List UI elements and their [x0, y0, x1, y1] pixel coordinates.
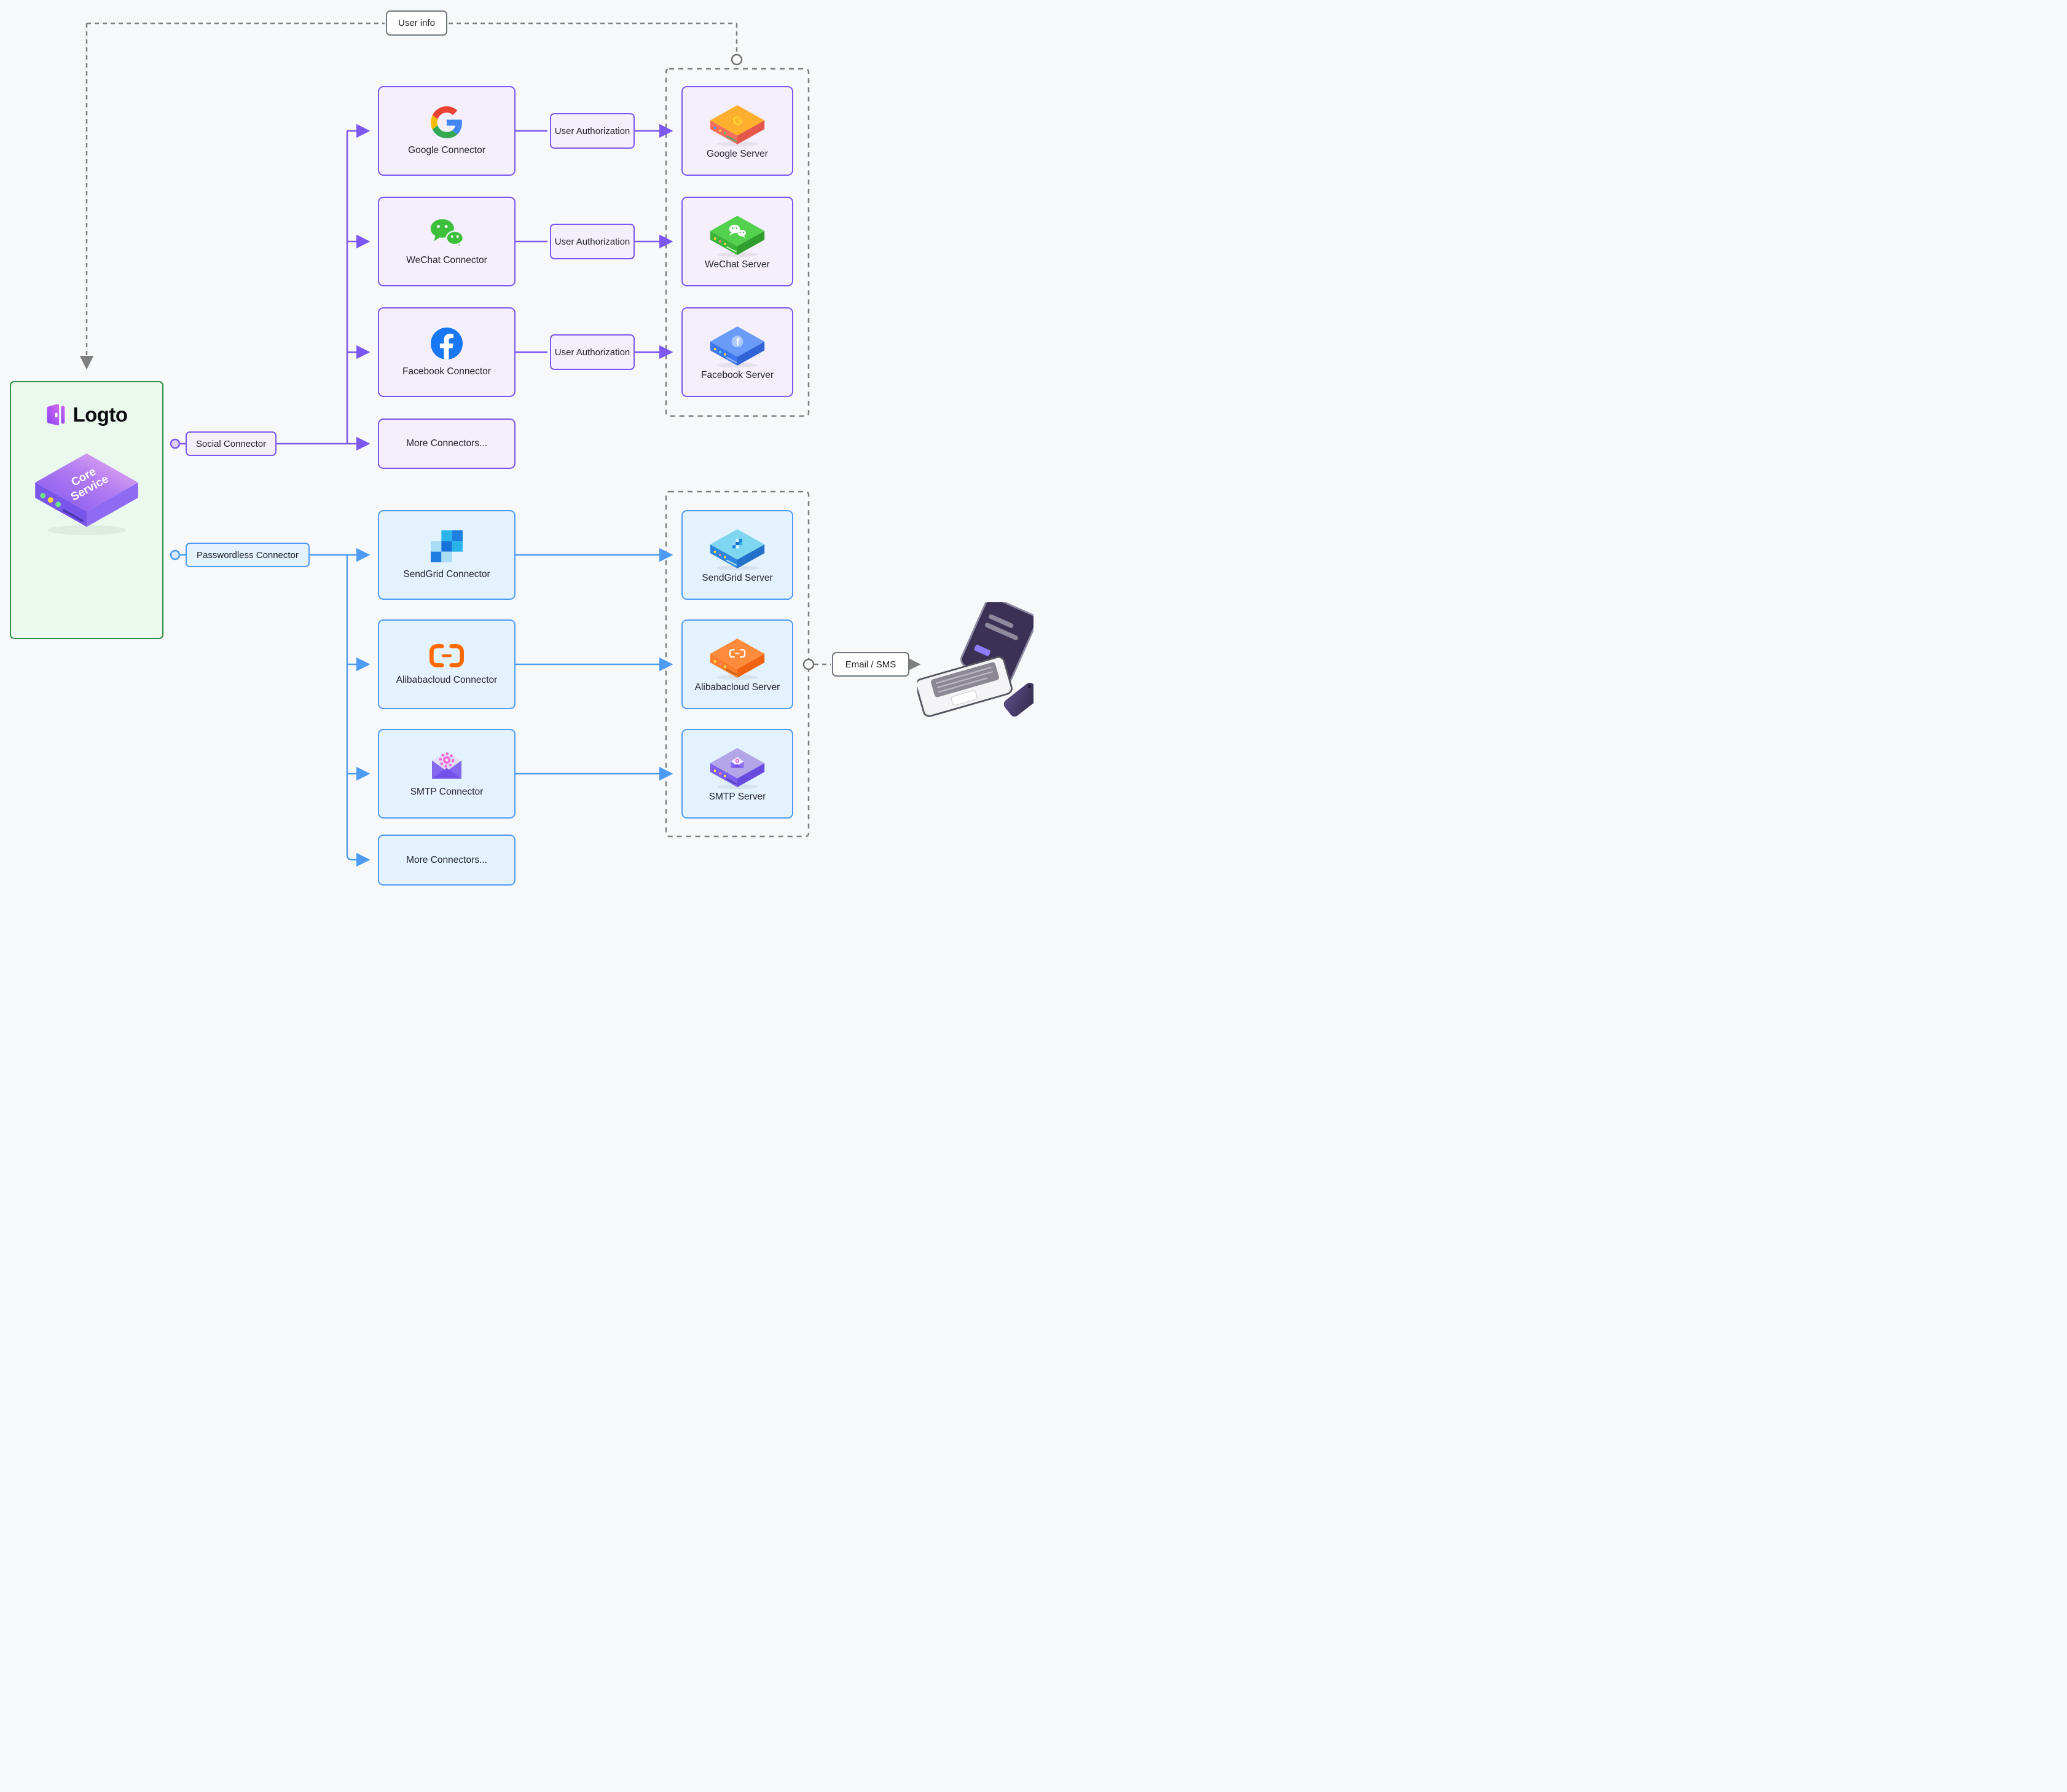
- social-servers-group-border: [665, 68, 810, 417]
- user-authorization-text: User Authorization: [554, 347, 630, 358]
- facebook-logo-icon: [431, 327, 463, 360]
- user-authorization-text: User Authorization: [554, 125, 630, 136]
- google-server-icon: G: [710, 104, 765, 146]
- more-social-connectors-node: More Connectors...: [378, 419, 516, 469]
- google-connector-node: Google Connector: [378, 86, 516, 176]
- google-logo-icon: [431, 106, 462, 138]
- alibabacloud-server-icon: [710, 638, 765, 680]
- user-authorization-text: User Authorization: [554, 236, 630, 247]
- facebook-server-icon: f: [710, 326, 765, 367]
- more-social-connectors-label: More Connectors...: [406, 438, 487, 449]
- logto-brand-text: Logto: [73, 403, 128, 426]
- wechat-server-icon: [710, 215, 765, 257]
- user-info-port-circle: [731, 53, 743, 66]
- svg-text:f: f: [736, 336, 740, 347]
- email-sms-label: Email / SMS: [832, 652, 909, 677]
- passwordless-connector-tag-text: Passwordless Connector: [197, 549, 299, 560]
- core-service-server-icon: Core Service: [35, 453, 138, 535]
- diagram-wires: [79, 22, 921, 867]
- email-sms-port-circle: [802, 658, 815, 670]
- facebook-connector-node: Facebook Connector: [378, 307, 516, 397]
- logto-connector-diagram: User info Logto: [0, 0, 1034, 896]
- facebook-server-label: Facebook Server: [700, 369, 774, 380]
- alibabacloud-connector-label: Alibabacloud Connector: [396, 674, 498, 685]
- user-info-dashed-route: [79, 22, 738, 370]
- user-authorization-tag-google: User Authorization: [550, 113, 635, 149]
- alibabacloud-server-label: Alibabacloud Server: [694, 682, 780, 693]
- passwordless-connector-tag: Passwordless Connector: [186, 543, 310, 567]
- sendgrid-connector-node: SendGrid Connector: [378, 510, 516, 600]
- alibabacloud-server-node: Alibabacloud Server: [681, 619, 793, 709]
- wechat-server-node: WeChat Server: [681, 197, 793, 286]
- logto-door-icon: [47, 404, 65, 426]
- facebook-connector-label: Facebook Connector: [402, 366, 491, 377]
- google-connector-label: Google Connector: [408, 144, 485, 155]
- logto-core-box: Logto Core Service: [10, 381, 163, 639]
- user-devices-illustration: [917, 602, 1034, 718]
- alibabacloud-connector-node: Alibabacloud Connector: [378, 619, 516, 709]
- wechat-connector-node: WeChat Connector: [378, 197, 516, 286]
- social-port-circle: [170, 438, 181, 449]
- social-wiring: [179, 124, 673, 451]
- smtp-server-label: SMTP Server: [708, 791, 766, 802]
- phone: [1002, 681, 1034, 718]
- sendgrid-server-icon: [710, 529, 765, 570]
- google-server-node: G Google Server: [681, 86, 793, 176]
- more-passwordless-connectors-label: More Connectors...: [406, 854, 487, 865]
- smtp-connector-label: SMTP Connector: [410, 786, 484, 797]
- google-server-label: Google Server: [707, 148, 768, 159]
- passwordless-port-circle: [170, 549, 181, 560]
- email-sms-label-text: Email / SMS: [845, 659, 896, 670]
- wechat-connector-label: WeChat Connector: [406, 254, 487, 265]
- smtp-logo-icon: [432, 751, 461, 779]
- logto-brand-row: Logto: [45, 403, 128, 426]
- wechat-logo-icon: [430, 219, 464, 248]
- passwordless-wiring: [179, 548, 673, 867]
- alibabacloud-logo-icon: [429, 643, 465, 667]
- more-passwordless-connectors-node: More Connectors...: [378, 835, 516, 886]
- laptop-base: [917, 656, 1013, 717]
- smtp-server-icon: [710, 747, 765, 789]
- smtp-server-node: SMTP Server: [681, 729, 793, 819]
- social-connector-tag-text: Social Connector: [195, 438, 267, 449]
- user-info-label-text: User info: [398, 18, 436, 28]
- sendgrid-server-label: SendGrid Server: [702, 572, 773, 583]
- smtp-connector-node: SMTP Connector: [378, 729, 516, 819]
- user-info-label: User info: [386, 10, 447, 36]
- sendgrid-server-node: SendGrid Server: [681, 510, 793, 600]
- user-authorization-tag-facebook: User Authorization: [550, 334, 635, 370]
- facebook-server-node: f Facebook Server: [681, 307, 793, 397]
- sendgrid-logo-icon: [431, 530, 463, 562]
- social-connector-tag: Social Connector: [186, 431, 277, 456]
- wechat-server-label: WeChat Server: [705, 259, 770, 270]
- user-authorization-tag-wechat: User Authorization: [550, 224, 635, 259]
- sendgrid-connector-label: SendGrid Connector: [403, 568, 490, 580]
